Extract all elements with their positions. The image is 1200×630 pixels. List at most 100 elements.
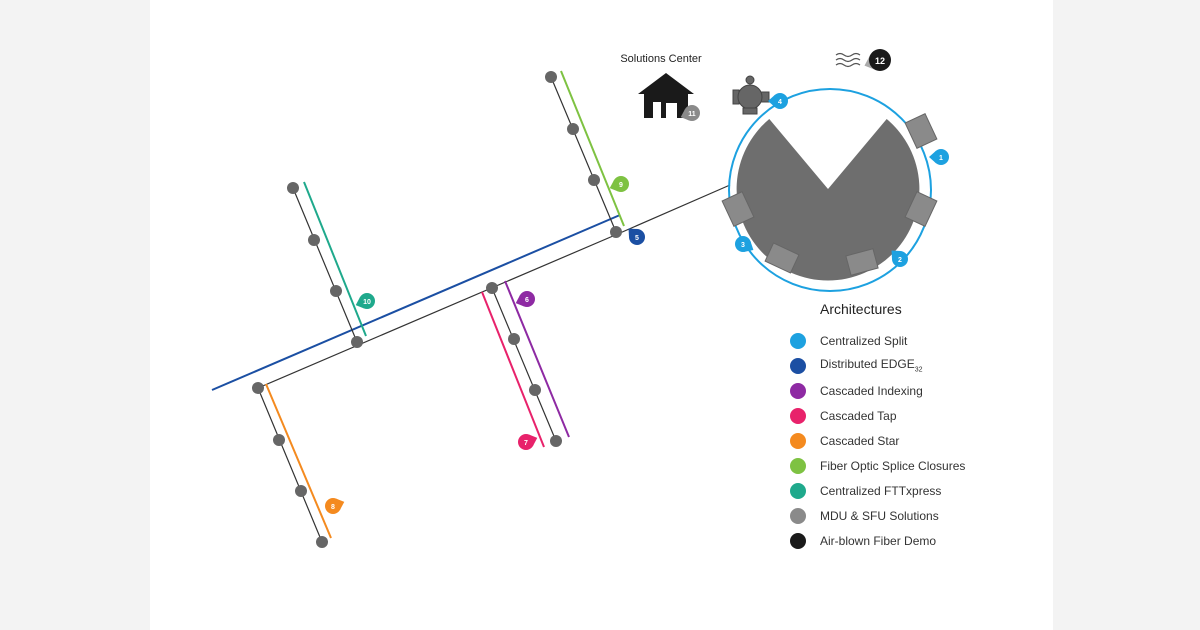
mdu-node <box>486 282 498 294</box>
branch-9-cable <box>550 76 617 233</box>
marker-number: 2 <box>898 257 902 264</box>
branch-10-cable <box>292 187 358 343</box>
legend-label: MDU & SFU Solutions <box>820 508 939 523</box>
marker-9-pin[interactable]: 9 <box>609 176 629 192</box>
legend-label: Fiber Optic Splice Closures <box>820 458 966 473</box>
marker-circle <box>519 291 535 307</box>
marker-2-pin[interactable]: 2 <box>891 250 908 267</box>
marker-8-pin[interactable]: 8 <box>325 498 345 514</box>
marker-1-pin[interactable]: 1 <box>929 149 949 165</box>
legend-item: Fiber Optic Splice Closures <box>790 453 1030 478</box>
marker-3-pin[interactable]: 3 <box>735 236 754 252</box>
legend-dot-icon <box>790 457 806 474</box>
marker-circle <box>684 105 700 121</box>
marker-10-pin[interactable]: 10 <box>355 293 375 309</box>
legend-title: Architectures <box>820 301 902 317</box>
legend-item: Air-blown Fiber Demo <box>790 528 1030 553</box>
mdu-node <box>252 382 264 394</box>
mdu-node <box>550 435 562 447</box>
marker-circle <box>359 293 375 309</box>
marker-number: 7 <box>524 440 528 447</box>
branch-8-cable <box>257 387 323 543</box>
marker-4-pin[interactable]: 4 <box>768 93 788 109</box>
pump-icon <box>732 75 770 115</box>
legend-label: Cascaded Star <box>820 433 900 448</box>
equipment-box <box>904 112 938 150</box>
equipment-box <box>764 242 800 274</box>
mdu-node <box>273 434 285 446</box>
legend-item: Cascaded Star <box>790 428 1030 453</box>
marker-number: 5 <box>635 235 639 242</box>
marker-circle <box>325 498 341 514</box>
legend-label: Centralized Split <box>820 333 908 348</box>
marker-5-pin[interactable]: 5 <box>628 228 645 245</box>
legend-dot-icon <box>790 357 806 374</box>
marker-number: 11 <box>688 111 696 118</box>
marker-number: 1 <box>939 155 943 162</box>
equipment-box <box>721 190 755 228</box>
legend-dot-icon <box>790 482 806 499</box>
legend-item: Distributed EDGE32 <box>790 353 1030 378</box>
marker-circle <box>735 236 751 252</box>
legend-item: MDU & SFU Solutions <box>790 503 1030 528</box>
marker-circle <box>772 93 788 109</box>
mdu-node <box>351 336 363 348</box>
marker-number: 3 <box>741 242 745 249</box>
legend-dot-icon <box>790 532 806 549</box>
equipment-box <box>845 248 879 276</box>
marker-circle <box>629 229 645 245</box>
mdu-node <box>529 384 541 396</box>
legend-label: Air-blown Fiber Demo <box>820 533 937 548</box>
branch-6-cable <box>491 287 557 442</box>
cascaded-indexing-line <box>504 280 570 438</box>
mdu-node <box>287 182 299 194</box>
legend-label: Cascaded Indexing <box>820 383 923 398</box>
mdu-node <box>316 536 328 548</box>
marker-11-pin[interactable]: 11 <box>680 105 700 121</box>
legend-label: Distributed EDGE32 <box>820 357 923 374</box>
central-office-shape <box>736 119 920 281</box>
legend-dot-icon <box>790 507 806 524</box>
centralized-fttxpress-line <box>303 181 367 337</box>
mdu-node <box>588 174 600 186</box>
diagram-canvas <box>150 0 1053 630</box>
centralized-split-ring <box>728 88 932 292</box>
legend-dot-icon <box>790 407 806 424</box>
cascaded-star-line <box>265 383 332 539</box>
wind-icon <box>835 52 861 68</box>
legend-item: Centralized Split <box>790 328 1030 353</box>
distributed-edge-trunk-line <box>211 214 621 391</box>
marker-number: 4 <box>778 99 782 106</box>
legend-dot-icon <box>790 382 806 399</box>
cascaded-tap-line <box>481 291 545 448</box>
mdu-node <box>508 333 520 345</box>
mdu-node <box>610 226 622 238</box>
equipment-box <box>904 190 938 228</box>
marker-number: 6 <box>525 297 529 304</box>
marker-circle <box>518 434 534 450</box>
marker-circle <box>892 251 908 267</box>
mdu-node <box>545 71 557 83</box>
marker-12-pin[interactable]: 12 <box>864 49 891 71</box>
marker-number: 8 <box>331 504 335 511</box>
legend-item: Cascaded Tap <box>790 403 1030 428</box>
marker-number: 9 <box>619 182 623 189</box>
legend-label: Centralized FTTxpress <box>820 483 942 498</box>
solutions-center-label: Solutions Center <box>620 53 702 65</box>
mdu-node <box>567 123 579 135</box>
house-icon <box>638 73 694 118</box>
marker-circle <box>869 49 891 71</box>
marker-6-pin[interactable]: 6 <box>515 291 535 307</box>
legend-label: Cascaded Tap <box>820 408 897 423</box>
marker-7-pin[interactable]: 7 <box>518 434 538 450</box>
legend-item: Centralized FTTxpress <box>790 478 1030 503</box>
mdu-node <box>330 285 342 297</box>
legend-dot-icon <box>790 332 806 349</box>
marker-number: 10 <box>363 299 371 306</box>
marker-circle <box>933 149 949 165</box>
mdu-node <box>295 485 307 497</box>
